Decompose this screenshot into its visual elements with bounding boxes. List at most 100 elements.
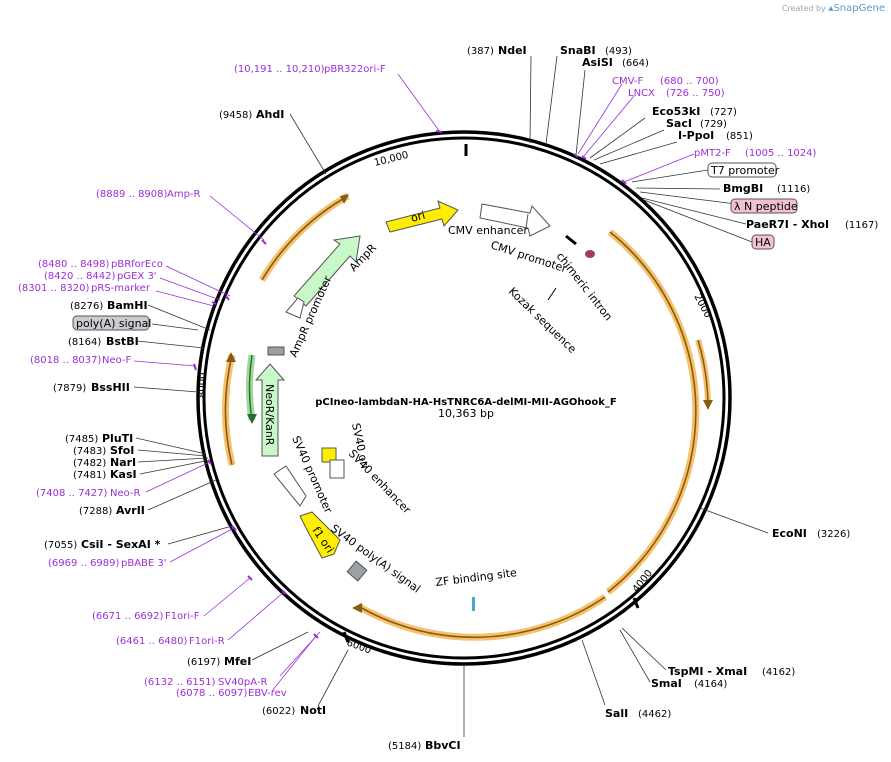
grey-box-left [267,346,285,356]
site-pos-bmgbi: (1116) [777,184,810,195]
site-pos-bamhi: (8276) [70,301,103,312]
site-i-ppoi: I-PpoI [678,129,714,142]
site-pos-nari: (7482) [73,458,106,469]
primer-pgex3: pGEX 3' [117,271,157,282]
site-pos-noti: (6022) [262,706,295,717]
site-tspmi-xmai: TspMI - XmaI [668,665,747,678]
arrowhead-bottom [352,603,362,613]
primer-f1ori-r: F1ori-R [189,636,225,647]
site-bbvci: BbvCI [425,739,461,752]
tick-6000-mark [342,631,350,643]
arrowhead-neo [226,352,236,362]
site-kasi: KasI [110,468,137,481]
primer-leaders [133,73,695,692]
sv40-polya-label: SV40 poly(A) signal [328,522,423,596]
zf-binding-label: ZF binding site [435,566,518,589]
site-pos-ahdi: (9458) [219,110,252,121]
primer-range-pmt2-f: (1005 .. 1024) [745,148,817,159]
ha-label: HA [755,236,771,249]
primer-range-neo-r: (7408 .. 7427) [36,488,108,499]
primer-amp-r: Amp-R [167,189,201,200]
primer-pmt2-f: pMT2-F [694,148,731,159]
site-snabi: SnaBI [560,44,596,57]
site-sfoi: SfoI [110,444,134,457]
primer-ticks [193,130,627,639]
cmv-divider [525,213,529,229]
orf-arc-bottom-line [357,596,606,639]
site-pos-snabi: (493) [605,46,632,57]
arrowhead-amp [340,194,349,204]
site-smai: SmaI [651,677,682,690]
primer-range-pbrforeco: (8480 .. 8498) [38,259,110,270]
kozak-mark [547,287,557,301]
primer-range-pbr322ori: (10,191 .. 10,210) [234,64,325,75]
restriction-sites: (387) NdeI SnaBI (493) AsiSI (664) Eco53… [44,44,878,752]
lambda-n-box [730,198,798,214]
site-pos-sali: (4462) [638,709,671,720]
tick-8000: 8000 [197,373,208,398]
primer-range-amp-r: (8889 .. 8908) [96,189,168,200]
arrowhead-right [703,400,713,410]
kozak-label: Kozak sequence [506,285,579,356]
orf-arc-right-line [607,231,697,593]
sv40-polya-box [346,560,368,582]
primer-pbabe3: pBABE 3' [121,558,167,569]
primer-pbrforeco: pBRforEco [111,259,163,270]
site-pos-bbvci: (5184) [388,741,421,752]
site-paer7i-xhoi: PaeR7I - XhoI [746,218,829,231]
primer-range-pgex3: (8420 .. 8442) [44,271,116,282]
boxed-feature-labels: T7 promoter λ N peptide HA poly(A) signa… [72,162,798,331]
chimeric-intron-bar [565,234,577,246]
site-pos-csii: (7055) [44,540,77,551]
primer-ebv-rev: EBV-rev [248,688,287,699]
site-pos-xmai: (4162) [762,667,795,678]
snapgene-credit: Created by ▴SnapGene [782,3,885,14]
t7-label: T7 promoter [710,164,780,177]
primer-prs-marker: pRS-marker [91,283,151,294]
amp-arc-line [261,195,349,281]
zf-binding-mark [472,597,475,611]
primer-range-f1ori-f: (6671 .. 6692) [92,611,164,622]
site-bsshii: BssHII [91,381,130,394]
backbone-inner [202,136,726,660]
sv40-enhancer-label: SV40 enhancer [346,447,414,517]
primer-neo-f: Neo-F [102,355,132,366]
site-pluti: PluTI [102,432,133,445]
site-mfei: MfeI [224,655,251,668]
site-ahdi: AhdI [256,108,284,121]
site-pos-econi: (3226) [817,529,850,540]
chimeric-intron-label: chimeric intron [554,250,615,323]
site-avrii: AvrII [116,504,145,517]
site-eco53ki: Eco53kI [652,105,700,118]
ori-label: ori [409,209,426,225]
polya-label: poly(A) signal [76,317,151,330]
cmv-enhancer-arrow [479,203,551,237]
site-pos-saci: (729) [700,119,727,130]
site-pos-xhoi: (1167) [845,220,878,231]
site-noti: NotI [300,704,326,717]
primer-range-neo-f: (8018 .. 8037) [30,355,102,366]
kozak-dot [585,250,595,258]
primer-range-lncx: (726 .. 750) [666,88,725,99]
site-pos-kasi: (7481) [73,470,106,481]
snapgene-logo: ▴SnapGene [828,3,885,14]
site-bmgbi: BmgBI [723,182,763,195]
site-asisi: AsiSI [582,56,613,69]
neor-label: NeoR/KanR [263,384,276,446]
ha-box [751,234,775,250]
site-saci: SacI [666,117,692,130]
site-pos-bsshii: (7879) [53,383,86,394]
inner-features: ori CMV enhancer CMV promoter chimeric i… [254,200,615,611]
primer-f1ori-f: F1ori-F [165,611,200,622]
leader-lines [133,55,769,737]
primer-range-pbabe3: (6969 .. 6989) [48,558,120,569]
sv40-ori-box [321,447,337,463]
primer-range-ebv-rev: (6078 .. 6097) [176,688,248,699]
site-pos-smai: (4164) [694,679,727,690]
primer-range-sv40pa-r: (6132 .. 6151) [144,677,216,688]
sv40-promoter-arrow [273,465,307,507]
site-bstbi: BstBI [106,335,139,348]
primer-neo-r: Neo-R [110,488,141,499]
lambda-n-label: λ N peptide [734,200,798,213]
sv40-enhancer-box [329,459,345,479]
